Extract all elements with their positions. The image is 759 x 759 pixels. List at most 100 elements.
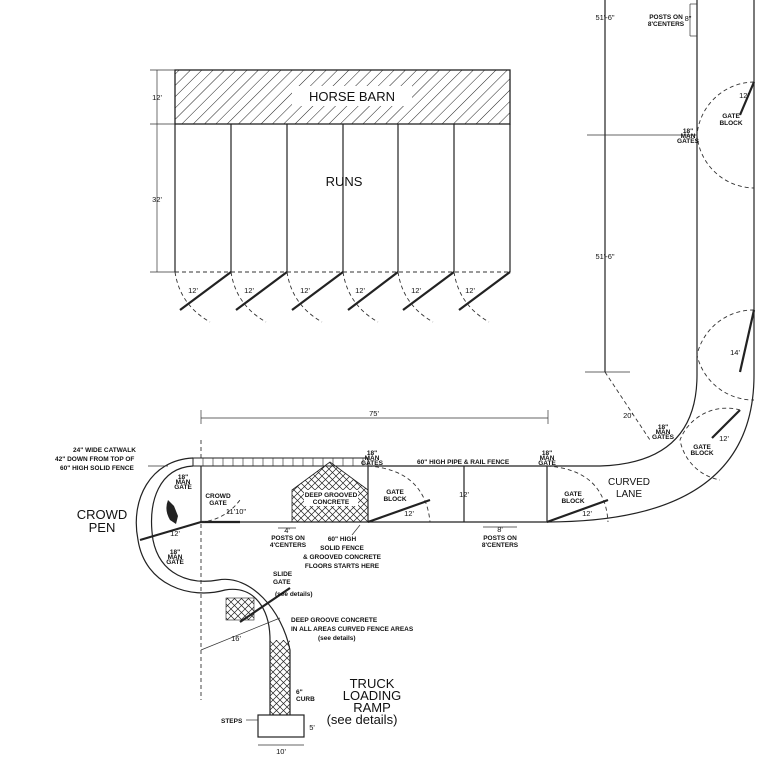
man-gate-pen-low-3: GATE (166, 559, 184, 566)
man-gates-lower-3: GATES (652, 434, 675, 441)
ramp-platform (257, 714, 305, 738)
runs-depth-dim: 32' (152, 195, 162, 204)
gate-block-mid-2: BLOCK (383, 496, 406, 503)
slide-gate-1: SLIDE (273, 571, 293, 578)
truck-ramp-3: RAMP (353, 700, 391, 715)
truck-ramp-2: LOADING (343, 688, 402, 703)
man-gate-right-3: GATE (538, 460, 556, 467)
crowd-gate-label-1: CROWD (205, 493, 231, 500)
gate-block-lower-2: BLOCK (690, 450, 713, 457)
posts4-1: POSTS ON (271, 535, 305, 542)
man-gate-right-1: 18" (542, 450, 552, 457)
gate-block-right-2: BLOCK (561, 498, 584, 505)
man-gates-lower-1: 18" (658, 424, 668, 431)
run-gate-dim-6: 12' (465, 286, 475, 295)
crowd-pen-outer (135, 457, 271, 715)
catwalk-note-2: 42" DOWN FROM TOP OF (55, 456, 134, 463)
crowd-gate-dim: 12' (170, 529, 180, 538)
crowd-pen-label-1: CROWD (77, 507, 128, 522)
mid-gate-dim: 12' (404, 509, 414, 518)
run-gate-dim-5: 12' (411, 286, 421, 295)
run-gate-dim-3: 12' (300, 286, 310, 295)
ramp-treads (270, 640, 290, 715)
man-gates-upper-1: 18" (683, 128, 693, 135)
right-gate-dim: 12' (582, 509, 592, 518)
dim-51-6-top: 51'-6" (595, 13, 614, 22)
dim-4: 4' (284, 526, 290, 535)
gate-block-mid-1: GATE (386, 489, 404, 496)
gate-block-lower-1: GATE (693, 444, 711, 451)
posts8-top-2: 8'CENTERS (648, 21, 685, 28)
gate-block-upper-1: GATE (722, 113, 740, 120)
curb-2: CURB (296, 696, 315, 703)
truck-ramp: 10' 5' 6" CURB STEPS TRUCK LOADING RAMP … (221, 640, 401, 756)
run-gates: 12' 12' 12' 12' 12' 12' (174, 271, 511, 323)
solid-fence-3: & GROOVED CONCRETE (303, 554, 382, 561)
deep-concrete-1: DEEP GROOVED (305, 492, 358, 499)
run-gate-dim-4: 12' (355, 286, 365, 295)
run-gate-dim-2: 12' (244, 286, 254, 295)
horse-barn-group: HORSE BARN RUNS 12' 32' 12' 12' 12' 12' … (150, 69, 511, 323)
curve-inner (599, 374, 698, 467)
man-gate-pen-low-1: 18" (170, 549, 180, 556)
pipe-fence-label: 60" HIGH PIPE & RAIL FENCE (417, 459, 510, 466)
truck-ramp-4: (see details) (327, 712, 398, 727)
lower-gate-dim: 12' (719, 434, 729, 443)
dim-11-10: 11'10" (226, 507, 247, 516)
slide-gate-3: (see details) (275, 591, 313, 598)
posts8-2: 8'CENTERS (482, 542, 519, 549)
gate-block-right-1: GATE (564, 491, 582, 498)
dim-14: 14' (730, 348, 740, 357)
catwalk-note-3: 60" HIGH SOLID FENCE (60, 465, 135, 472)
barn-depth-dim: 12' (152, 93, 162, 102)
posts8-1: POSTS ON (483, 535, 517, 542)
center-lane: 75' 60" HIGH PIPE & RAIL FENCE 18" MAN G… (192, 409, 609, 700)
solid-fence-4: FLOORS STARTS HERE (305, 563, 380, 570)
runs-label: RUNS (326, 174, 363, 189)
crowd-pen: 12' CROWD GATE 11'10" 18" MAN GATE 18" M… (55, 447, 414, 715)
man-gate-right-2: MAN (540, 455, 555, 462)
crowd-gate-label-2: GATE (209, 500, 227, 507)
dim-8: 8' (497, 525, 503, 534)
posts8-top-1: POSTS ON (649, 14, 683, 21)
crowd-pen-label-2: PEN (89, 520, 116, 535)
posts4-2: 4'CENTERS (270, 542, 307, 549)
curve-outer (546, 374, 755, 523)
dim-75: 75' (369, 409, 379, 418)
runs-fence (174, 124, 511, 272)
catwalk (192, 457, 369, 467)
man-gates-mid-2: MAN (365, 455, 380, 462)
slide-gate-concrete (225, 597, 255, 621)
curb-1: 6" (296, 689, 303, 696)
run-gate-dim-1: 12' (188, 286, 198, 295)
solid-fence-2: SOLID FENCE (320, 545, 364, 552)
upper-gate-dim: 12' (739, 91, 749, 100)
man-gates-upper-3: GATES (677, 138, 700, 145)
dim-16: 16' (231, 634, 241, 643)
man-gate-pen-1: 18" (178, 474, 188, 481)
curved-concrete-1: DEEP GROOVE CONCRETE (291, 617, 378, 624)
cow-icon (166, 500, 178, 524)
deep-concrete-2: CONCRETE (313, 499, 350, 506)
lane-width-dim: 12' (459, 490, 469, 499)
dim-5: 5' (309, 723, 315, 732)
steps-label: STEPS (221, 718, 243, 725)
dim-8in: 8" (685, 14, 692, 23)
man-gates-upper-2: MAN (681, 133, 696, 140)
man-gate-pen-2: MAN (176, 479, 191, 486)
barn-label-bg (292, 86, 412, 106)
man-gate-pen-3: GATE (174, 484, 192, 491)
dim-51-6-mid: 51'-6" (595, 252, 614, 261)
slide-gate-2: GATE (273, 579, 291, 586)
curved-lane-1: CURVED (608, 477, 650, 488)
catwalk-note-1: 24" WIDE CATWALK (73, 447, 136, 454)
dim-10: 10' (276, 747, 286, 756)
man-gates-lower-2: MAN (656, 429, 671, 436)
curved-concrete-2: IN ALL AREAS CURVED FENCE AREAS (291, 626, 414, 633)
solid-fence-1: 60" HIGH (328, 536, 357, 543)
truck-ramp-1: TRUCK (350, 676, 395, 691)
dim-20: 20' (623, 411, 633, 420)
curved-concrete-3: (see details) (318, 635, 356, 642)
right-alley: 51'-6" 51'-6" 20' POSTS ON 8'CENTERS 8" … (546, 0, 756, 523)
